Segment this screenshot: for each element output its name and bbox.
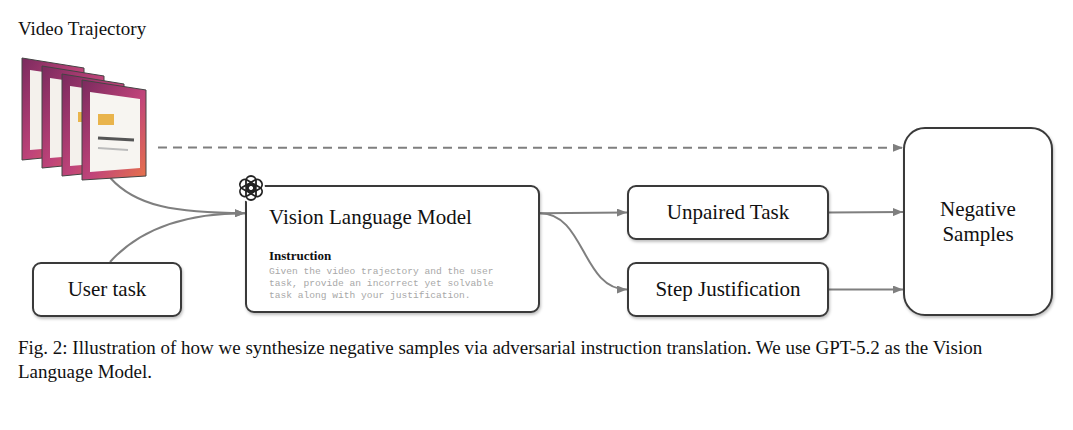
frame-icon <box>98 114 114 125</box>
flow-arrow <box>540 212 627 215</box>
instruction-text: Given the video trajectory and the user … <box>269 266 518 302</box>
flow-arrow <box>110 178 245 213</box>
node-title: Negative Samples <box>905 197 1051 247</box>
input-box: User task <box>32 262 182 317</box>
logo-background <box>237 174 265 202</box>
logo-petal <box>238 178 256 194</box>
frame <box>82 80 146 180</box>
dashed-arrow <box>158 147 903 149</box>
flow-arrow <box>540 213 627 289</box>
video-frames-illustration <box>18 52 158 182</box>
instruction-heading: Instruction <box>269 248 331 264</box>
flow-arrow <box>829 211 903 213</box>
frame-bar <box>98 148 128 150</box>
frame-bar <box>98 138 134 140</box>
frame-window <box>90 92 140 172</box>
node-title: User task <box>68 277 147 302</box>
node-title: Vision Language Model <box>269 205 472 230</box>
figure-caption: Fig. 2: Illustration of how we synthesiz… <box>18 336 1058 384</box>
video-trajectory: Video Trajectory <box>18 18 158 178</box>
result-box: Negative Samples <box>903 127 1053 316</box>
logo-knot <box>238 176 264 200</box>
flow-arrow <box>829 289 903 291</box>
node-title: Step Justification <box>655 277 800 302</box>
model-logo <box>236 173 266 203</box>
node-title: Video Trajectory <box>18 18 158 40</box>
frame-border <box>82 80 146 180</box>
model-box: Vision Language ModelInstructionGiven th… <box>245 185 540 313</box>
output-box: Step Justification <box>627 262 829 317</box>
flow-arrow <box>110 213 245 262</box>
node-title: Unpaired Task <box>667 200 789 225</box>
output-box: Unpaired Task <box>627 185 829 240</box>
